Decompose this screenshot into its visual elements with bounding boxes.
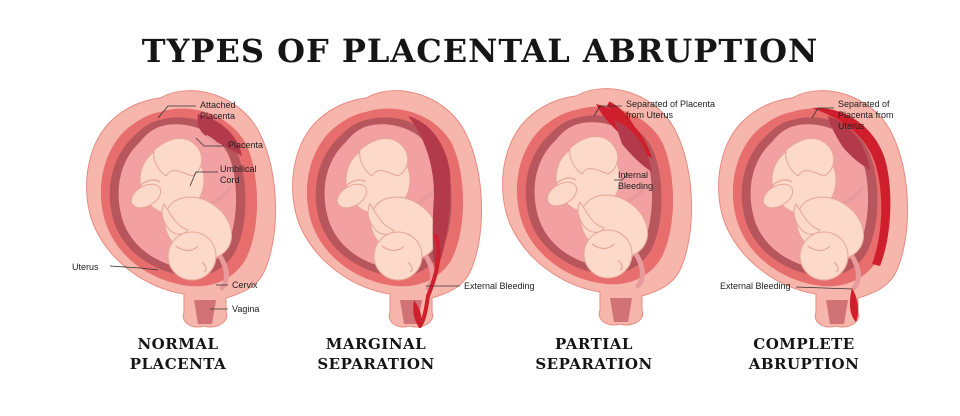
placenta-edge-detached	[408, 116, 451, 272]
label-umbilical-cord-1: Umbilical	[220, 164, 257, 174]
panel-title-partial: PARTIAL SEPARATION	[494, 334, 694, 374]
panel-title-marginal-line1: MARGINAL	[325, 335, 427, 353]
placenta-detached	[828, 116, 870, 170]
label-cervix: Cervix	[232, 280, 258, 290]
uterus-complete	[719, 91, 908, 327]
panel-title-complete: COMPLETE ABRUPTION	[704, 334, 904, 374]
panel-title-marginal-line2: SEPARATION	[317, 355, 435, 373]
label-attached-placenta-2: Placenta	[200, 111, 235, 121]
panel-title-normal-line2: PLACENTA	[129, 355, 227, 373]
label-separated-complete-1: Separated of	[838, 99, 890, 109]
bleeding-complete	[812, 107, 891, 266]
label-separated-complete-2: Placenta from	[838, 110, 894, 120]
panel-title-partial-line1: PARTIAL	[555, 335, 633, 353]
label-separated-complete-3: Uterus	[838, 121, 865, 131]
leader-lines	[109, 105, 853, 310]
panel-title-complete-line2: ABRUPTION	[748, 355, 860, 373]
label-external-bleeding-complete: External Bleeding	[720, 281, 791, 291]
panel-title-marginal: MARGINAL SEPARATION	[276, 334, 476, 374]
label-attached-placenta-1: Attached	[200, 100, 236, 110]
label-separated-partial-1: Separated of Placenta	[626, 99, 715, 109]
label-umbilical-cord-2: Cord	[220, 175, 240, 185]
label-separated-partial-2: from Uterus	[626, 110, 674, 120]
label-vagina: Vagina	[232, 304, 259, 314]
diagram-title: TYPES OF PLACENTAL ABRUPTION	[141, 32, 819, 70]
bleeding-external	[418, 234, 441, 328]
label-external-bleeding-marginal: External Bleeding	[464, 281, 535, 291]
panel-title-partial-line2: SEPARATION	[535, 355, 653, 373]
uterus-marginal	[293, 91, 482, 328]
label-uterus: Uterus	[72, 262, 99, 272]
panel-title-normal: NORMAL PLACENTA	[78, 334, 278, 374]
placenta-partially-detached	[614, 120, 652, 172]
panel-title-complete-line1: COMPLETE	[753, 335, 855, 353]
label-internal-bleeding-1: Internal	[618, 170, 648, 180]
placenta-attached	[197, 114, 242, 156]
panel-title-normal-line1: NORMAL	[137, 335, 219, 353]
label-placenta: Placenta	[228, 140, 263, 150]
uterus-normal	[87, 91, 276, 327]
callout-labels: Attached Placenta Placenta Umbilical Cor…	[72, 99, 894, 314]
label-internal-bleeding-2: Bleeding	[618, 181, 653, 191]
